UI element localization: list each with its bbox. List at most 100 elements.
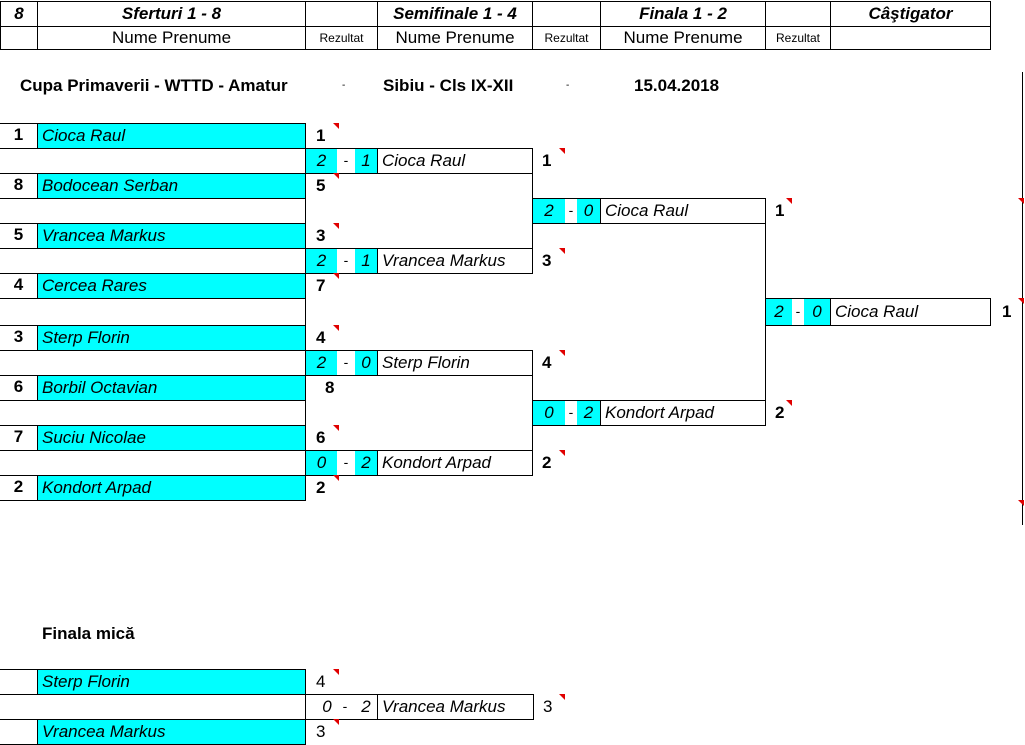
- header-blank-cell[interactable]: [765, 1, 831, 27]
- result-value[interactable]: 3: [543, 697, 553, 716]
- player-name-cell[interactable]: Vrancea Markus: [382, 251, 506, 270]
- comment-marker-icon[interactable]: [1018, 500, 1024, 506]
- winner-name-cell[interactable]: Cioca Raul: [835, 302, 919, 321]
- result-value[interactable]: 3: [316, 226, 326, 245]
- player-name-cell[interactable]: Bodocean Serban: [38, 174, 305, 198]
- result-value[interactable]: 1: [542, 151, 552, 170]
- player-name-cell[interactable]: Vrancea Markus: [38, 720, 305, 744]
- header-blank-cell[interactable]: [532, 1, 601, 27]
- score-right-cell[interactable]: 0: [355, 351, 377, 375]
- comment-marker-icon[interactable]: [559, 148, 565, 154]
- score-right-cell[interactable]: 2: [355, 451, 377, 475]
- player-name-cell[interactable]: Cioca Raul: [605, 201, 689, 220]
- event-date[interactable]: 15.04.2018: [634, 76, 720, 95]
- score-left-cell[interactable]: 2: [766, 299, 792, 325]
- result-value[interactable]: 2: [775, 403, 785, 422]
- subheader-result[interactable]: Rezultat: [305, 26, 378, 50]
- score-dash: -: [342, 698, 348, 714]
- comment-marker-icon[interactable]: [1018, 298, 1024, 304]
- comment-marker-icon[interactable]: [559, 694, 565, 700]
- seed-number[interactable]: 6: [13, 377, 24, 396]
- subheader-blank-cell[interactable]: [0, 26, 38, 50]
- result-value[interactable]: 7: [316, 276, 326, 295]
- small-final-title[interactable]: Finala mică: [42, 624, 135, 643]
- comment-marker-icon[interactable]: [559, 450, 565, 456]
- player-name-cell[interactable]: Sterp Florin: [38, 670, 305, 694]
- score-left-cell[interactable]: 0: [322, 697, 332, 716]
- subheader-blank-cell[interactable]: [830, 26, 991, 50]
- subheader-result[interactable]: Rezultat: [765, 26, 831, 50]
- subheader-name[interactable]: Nume Prenume: [377, 26, 533, 50]
- subheader-name[interactable]: Nume Prenume: [37, 26, 306, 50]
- seed-number[interactable]: 4: [13, 275, 24, 294]
- result-value[interactable]: 4: [542, 353, 552, 372]
- comment-marker-icon[interactable]: [333, 325, 339, 331]
- comment-marker-icon[interactable]: [786, 198, 792, 204]
- player-name-cell[interactable]: Vrancea Markus: [382, 697, 506, 716]
- comment-marker-icon[interactable]: [333, 223, 339, 229]
- subheader-result[interactable]: Rezultat: [532, 26, 601, 50]
- comment-marker-icon[interactable]: [559, 350, 565, 356]
- player-name-cell[interactable]: Cioca Raul: [382, 151, 466, 170]
- seed-number[interactable]: 7: [13, 427, 24, 446]
- player-name-cell[interactable]: Cioca Raul: [38, 124, 305, 148]
- score-right-cell[interactable]: 1: [355, 249, 377, 273]
- comment-marker-icon[interactable]: [1018, 198, 1024, 204]
- player-name-cell[interactable]: Sterp Florin: [382, 353, 470, 372]
- comment-marker-icon[interactable]: [333, 123, 339, 129]
- result-value[interactable]: 6: [316, 428, 326, 447]
- comment-marker-icon[interactable]: [333, 475, 339, 481]
- result-value[interactable]: 4: [316, 328, 326, 347]
- score-right-cell[interactable]: 0: [804, 299, 830, 325]
- score-left-cell[interactable]: 2: [306, 351, 337, 375]
- header-winner[interactable]: Câştigator: [830, 1, 991, 27]
- player-name-cell[interactable]: Vrancea Markus: [38, 224, 305, 248]
- comment-marker-icon[interactable]: [786, 400, 792, 406]
- score-right-cell[interactable]: 2: [361, 697, 371, 716]
- result-value[interactable]: 2: [542, 453, 552, 472]
- score-left-cell[interactable]: 2: [306, 249, 337, 273]
- result-value[interactable]: 1: [316, 126, 326, 145]
- comment-marker-icon[interactable]: [559, 248, 565, 254]
- player-name-cell[interactable]: Sterp Florin: [38, 326, 305, 350]
- result-value[interactable]: 8: [325, 378, 335, 397]
- seed-number[interactable]: 8: [13, 175, 24, 194]
- seed-number[interactable]: 5: [13, 225, 24, 244]
- player-name-cell[interactable]: Kondort Arpad: [382, 453, 491, 472]
- score-right-cell[interactable]: 2: [577, 401, 600, 425]
- comment-marker-icon[interactable]: [333, 669, 339, 675]
- score-left-cell[interactable]: 0: [306, 451, 337, 475]
- player-name-cell[interactable]: Kondort Arpad: [605, 403, 714, 422]
- winner-result-value[interactable]: 1: [1002, 302, 1012, 321]
- comment-marker-icon[interactable]: [333, 719, 339, 725]
- header-seed-count[interactable]: 8: [0, 1, 38, 27]
- result-value[interactable]: 3: [542, 251, 552, 270]
- header-quarterfinals[interactable]: Sferturi 1 - 8: [37, 1, 306, 27]
- player-name-cell[interactable]: Kondort Arpad: [38, 476, 305, 500]
- result-value[interactable]: 1: [775, 201, 785, 220]
- player-name-cell[interactable]: Borbil Octavian: [38, 376, 305, 400]
- seed-number[interactable]: 2: [13, 477, 24, 496]
- event-location[interactable]: Sibiu - Cls IX-XII: [383, 76, 514, 95]
- result-value[interactable]: 5: [316, 176, 326, 195]
- seed-number[interactable]: 3: [13, 327, 24, 346]
- result-value[interactable]: 3: [316, 722, 326, 741]
- result-value[interactable]: 2: [316, 478, 326, 497]
- score-left-cell[interactable]: 2: [306, 149, 337, 173]
- comment-marker-icon[interactable]: [333, 173, 339, 179]
- comment-marker-icon[interactable]: [333, 273, 339, 279]
- comment-marker-icon[interactable]: [333, 425, 339, 431]
- event-title[interactable]: Cupa Primaverii - WTTD - Amatur: [20, 76, 288, 95]
- player-name-cell[interactable]: Cercea Rares: [38, 274, 305, 298]
- header-final[interactable]: Finala 1 - 2: [600, 1, 766, 27]
- header-blank-cell[interactable]: [305, 1, 378, 27]
- seed-number[interactable]: 1: [13, 125, 24, 144]
- score-right-cell[interactable]: 0: [577, 199, 600, 223]
- score-left-cell[interactable]: 2: [533, 199, 565, 223]
- player-name-cell[interactable]: Suciu Nicolae: [38, 426, 305, 450]
- score-right-cell[interactable]: 1: [355, 149, 377, 173]
- result-value[interactable]: 4: [316, 672, 326, 691]
- score-left-cell[interactable]: 0: [533, 401, 565, 425]
- header-semifinals[interactable]: Semifinale 1 - 4: [377, 1, 533, 27]
- subheader-name[interactable]: Nume Prenume: [600, 26, 766, 50]
